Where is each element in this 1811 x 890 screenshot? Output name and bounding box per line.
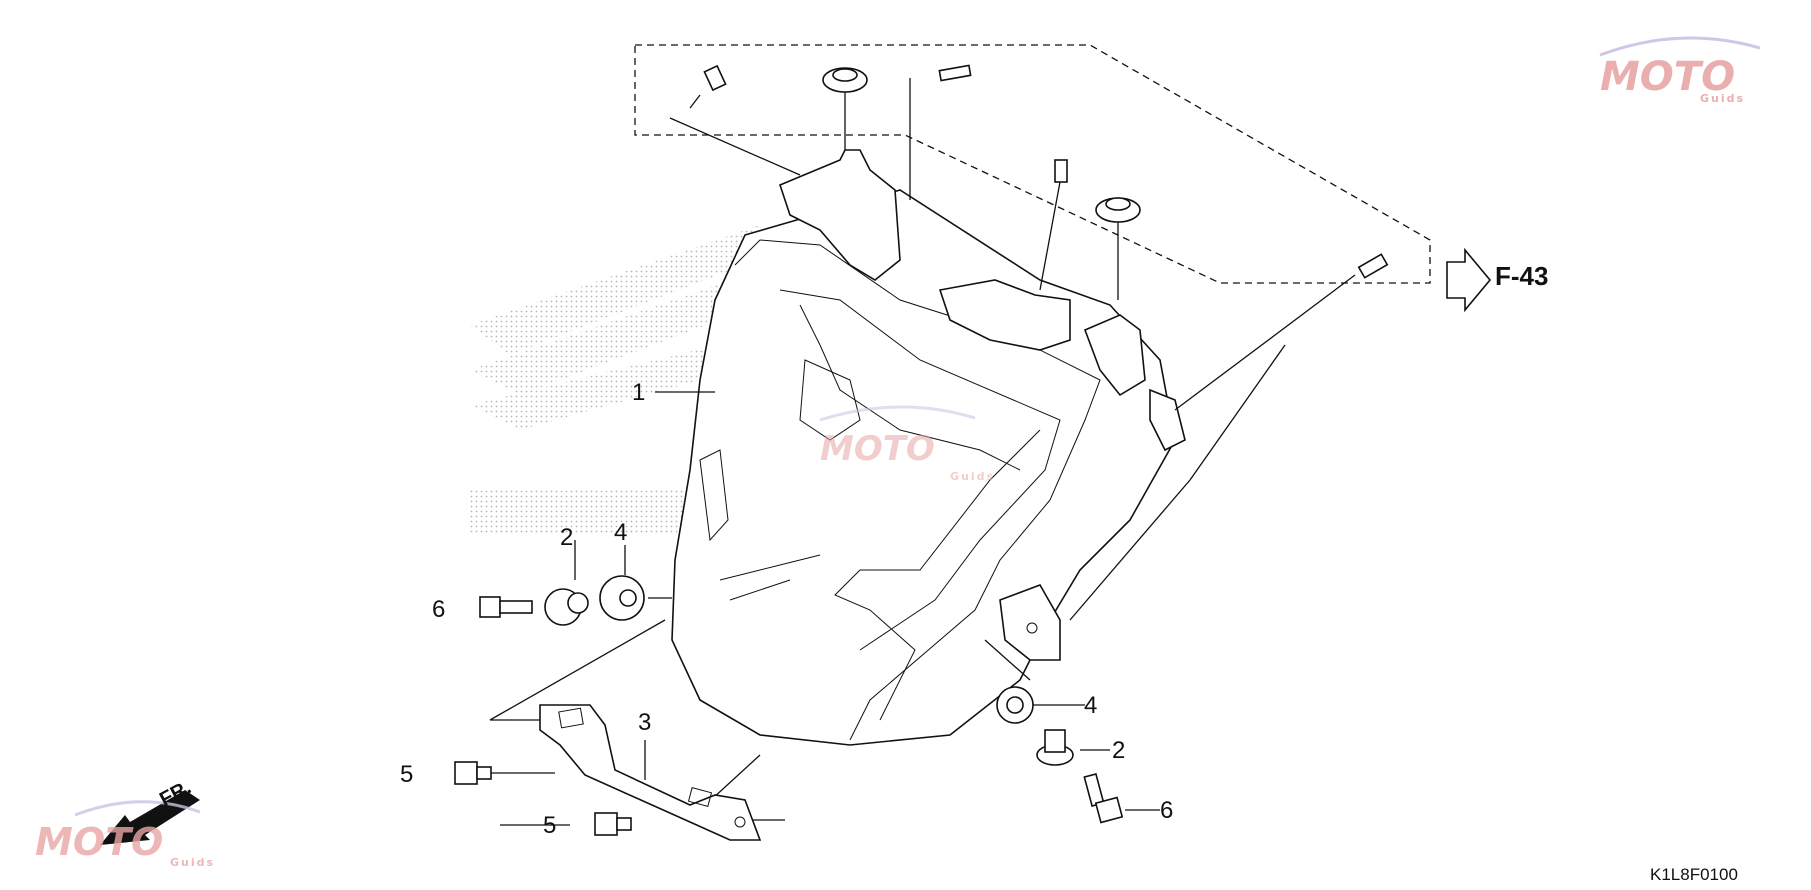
bolt-5-upper-icon	[454, 761, 492, 785]
callout-5-upper: 5	[400, 761, 413, 788]
cross-ref-arrow-icon	[1446, 247, 1492, 313]
top-grommet-left-icon	[822, 67, 868, 93]
callout-1: 1	[632, 379, 645, 406]
bolt-left-icon	[479, 596, 533, 618]
watermark-brand-bottom: MOTO	[35, 820, 163, 864]
leader-lines	[485, 78, 1356, 826]
callout-2-left: 2	[560, 524, 573, 551]
watermark-top-right: MOTO Guids	[1599, 36, 1761, 105]
callout-6-right: 6	[1160, 797, 1173, 824]
collar-right-icon	[1036, 729, 1074, 766]
callout-6-left: 6	[432, 596, 445, 623]
bolt-right-icon	[1083, 772, 1124, 824]
callout-5-lower: 5	[543, 812, 556, 839]
watermark-sub-center: Guids	[950, 470, 995, 483]
grommet-left-icon	[599, 575, 645, 621]
bracket	[539, 704, 762, 841]
callout-4-right: 4	[1084, 692, 1097, 719]
watermark-bottom-left: MOTO Guids	[35, 800, 215, 869]
watermark-sub-bottom: Guids	[170, 856, 215, 869]
watermark-brand-center: MOTO	[820, 429, 935, 469]
cross-ref-label: F-43	[1495, 261, 1548, 291]
right-screw-icon	[1357, 253, 1389, 279]
top-screw-right-icon	[938, 64, 972, 82]
collar-left-icon	[544, 588, 589, 626]
assembly-group-outline	[634, 44, 1431, 284]
reference-code: K1L8F0100	[1650, 865, 1738, 884]
callout-2-right: 2	[1112, 737, 1125, 764]
callout-3: 3	[638, 709, 651, 736]
mid-grommet-icon	[1095, 197, 1141, 223]
bolt-5-lower-icon	[594, 812, 632, 836]
grommet-right-icon	[996, 686, 1034, 724]
callout-4-left: 4	[614, 519, 627, 546]
headlight-assembly	[671, 149, 1186, 746]
watermark-brand-top: MOTO	[1600, 54, 1735, 100]
top-screw-left-icon	[689, 64, 727, 109]
watermark-sub-top: Guids	[1700, 92, 1745, 105]
watermark-center: MOTO Guids	[819, 405, 995, 483]
mid-screw-icon	[1054, 159, 1068, 183]
